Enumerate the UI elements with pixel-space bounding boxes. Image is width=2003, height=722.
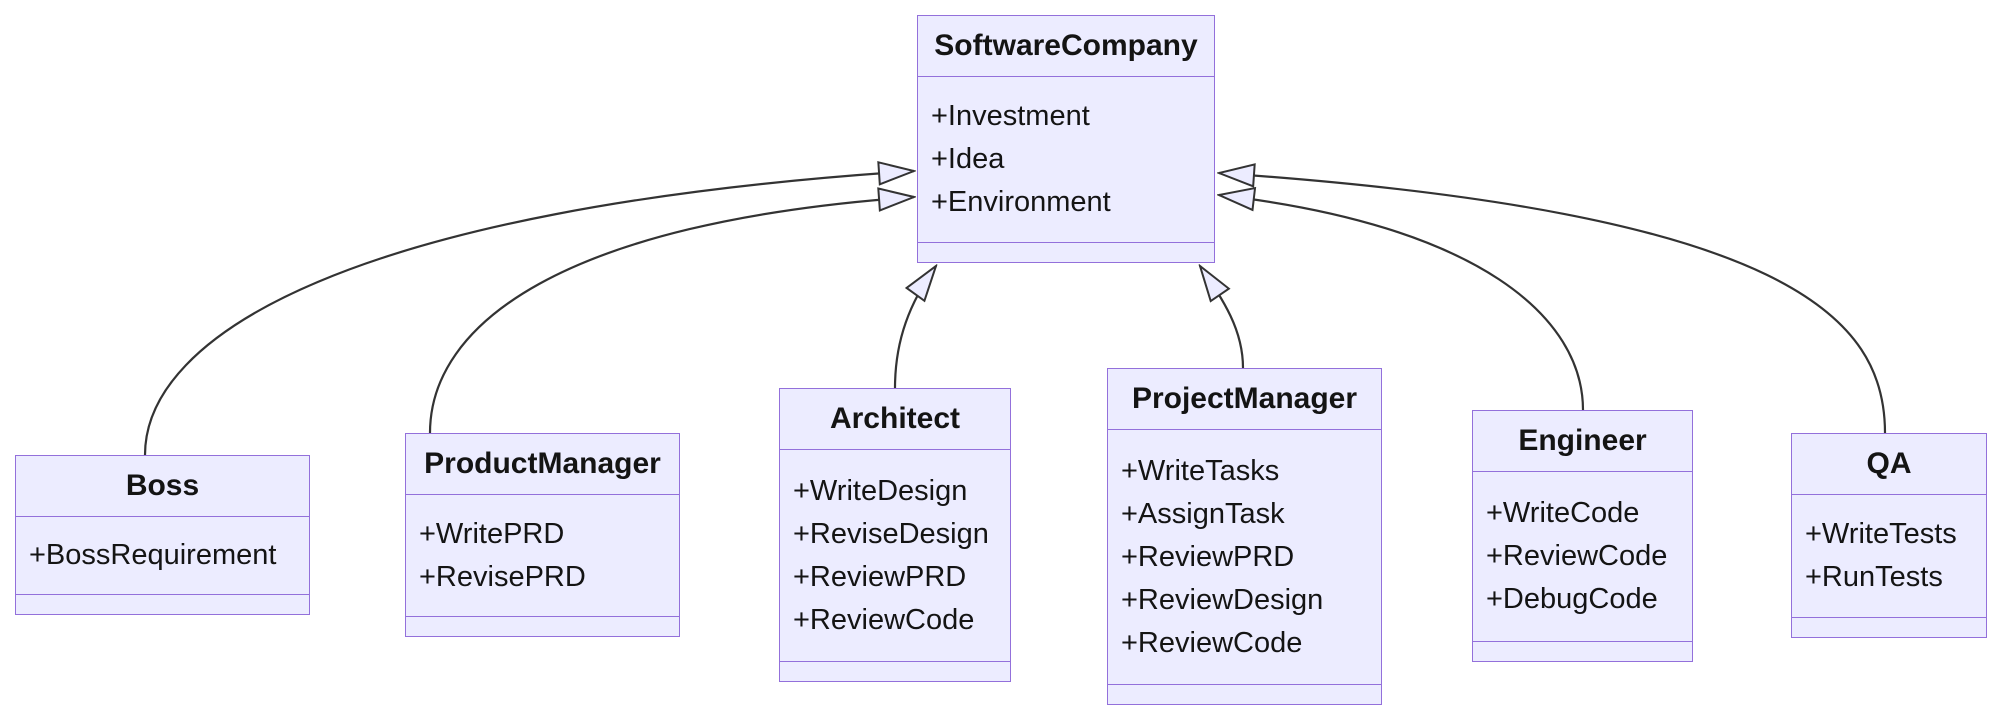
class-member: +Investment [931,100,1090,132]
class-title: Architect [780,389,1010,450]
class-methods-empty [918,242,1214,262]
edge-qa-to-softwarecompany [1219,173,1887,434]
class-member: +DebugCode [1486,583,1658,615]
edge-boss-to-softwarecompany [143,171,914,456]
class-members: +WriteDesign +ReviseDesign +ReviewPRD +R… [780,450,1010,661]
edge-projectmanager-to-softwarecompany [1200,266,1245,369]
class-members: +BossRequirement [16,517,309,594]
class-box-projectmanager: ProjectManager +WriteTasks +AssignTask +… [1107,368,1382,705]
class-member: +WritePRD [419,517,565,550]
edge-engineer-to-softwarecompany [1219,195,1585,411]
class-box-boss: Boss +BossRequirement [15,455,310,615]
class-box-engineer: Engineer +WriteCode +ReviewCode +DebugCo… [1472,410,1693,662]
class-member: +WriteTasks [1121,454,1280,487]
class-title: QA [1792,434,1986,495]
class-member: +WriteDesign [793,474,968,507]
class-member: +ReviseDesign [793,517,989,550]
class-member: +ReviewPRD [1121,540,1295,573]
class-methods-empty [780,661,1010,681]
class-methods-empty [406,616,679,636]
class-title: SoftwareCompany [918,16,1214,77]
class-member: +WriteCode [1486,497,1640,529]
class-title: Boss [16,456,309,517]
class-member: +ReviewCode [1486,540,1668,572]
class-members: +Investment +Idea +Environment [918,77,1214,242]
class-box-architect: Architect +WriteDesign +ReviseDesign +Re… [779,388,1011,682]
class-member: +Environment [931,186,1111,218]
class-box-softwarecompany: SoftwareCompany +Investment +Idea +Envir… [917,15,1215,263]
class-methods-empty [1108,684,1381,704]
class-members: +WriteCode +ReviewCode +DebugCode [1473,472,1692,641]
edge-architect-to-softwarecompany [893,266,936,389]
class-box-productmanager: ProductManager +WritePRD +RevisePRD [405,433,680,637]
class-member: +BossRequirement [29,539,277,571]
class-members: +WriteTasks +AssignTask +ReviewPRD +Revi… [1108,430,1381,684]
class-member: +ReviewCode [793,603,975,636]
class-title: Engineer [1473,411,1692,472]
class-member: +ReviewPRD [793,560,967,593]
class-members: +WritePRD +RevisePRD [406,495,679,616]
class-member: +ReviewCode [1121,626,1303,659]
class-title: ProjectManager [1108,369,1381,430]
class-member: +Idea [931,143,1005,175]
class-member: +WriteTests [1805,518,1957,550]
class-member: +RunTests [1805,561,1943,593]
class-methods-empty [1792,617,1986,637]
edge-productmanager-to-softwarecompany [428,197,914,434]
class-title: ProductManager [406,434,679,495]
class-methods-empty [1473,641,1692,661]
class-member: +ReviewDesign [1121,583,1324,616]
class-member: +RevisePRD [419,560,586,593]
class-methods-empty [16,594,309,614]
class-member: +AssignTask [1121,497,1285,530]
class-box-qa: QA +WriteTests +RunTests [1791,433,1987,638]
class-members: +WriteTests +RunTests [1792,495,1986,617]
